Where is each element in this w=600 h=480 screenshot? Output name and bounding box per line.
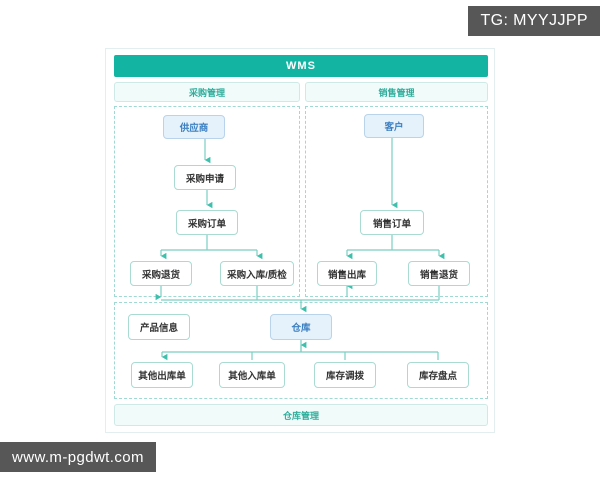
- node-purchase-inbound[interactable]: 采购入库/质检: [220, 261, 294, 286]
- node-supplier[interactable]: 供应商: [163, 115, 225, 139]
- group-header-warehouse: 仓库管理: [114, 404, 488, 426]
- node-sales-return[interactable]: 销售退货: [408, 261, 470, 286]
- node-stock-count[interactable]: 库存盘点: [407, 362, 469, 388]
- panel-sales: [305, 106, 488, 297]
- node-stock-transfer[interactable]: 库存调拨: [314, 362, 376, 388]
- node-sales-outbound[interactable]: 销售出库: [317, 261, 377, 286]
- watermark-bottom-left: www.m-pgdwt.com: [0, 442, 156, 472]
- node-other-outbound[interactable]: 其他出库单: [131, 362, 193, 388]
- wms-title-bar: WMS: [114, 55, 488, 77]
- node-other-inbound[interactable]: 其他入库单: [219, 362, 285, 388]
- node-purchase-request[interactable]: 采购申请: [174, 165, 236, 190]
- node-product-info[interactable]: 产品信息: [128, 314, 190, 340]
- watermark-top-right: TG: MYYJJPP: [468, 6, 600, 36]
- group-header-sales: 销售管理: [305, 82, 488, 102]
- node-warehouse[interactable]: 仓库: [270, 314, 332, 340]
- node-purchase-order[interactable]: 采购订单: [176, 210, 238, 235]
- node-sales-order[interactable]: 销售订单: [360, 210, 424, 235]
- node-customer[interactable]: 客户: [364, 114, 424, 138]
- panel-purchase: [114, 106, 300, 297]
- group-header-purchase: 采购管理: [114, 82, 300, 102]
- node-purchase-return[interactable]: 采购退货: [130, 261, 192, 286]
